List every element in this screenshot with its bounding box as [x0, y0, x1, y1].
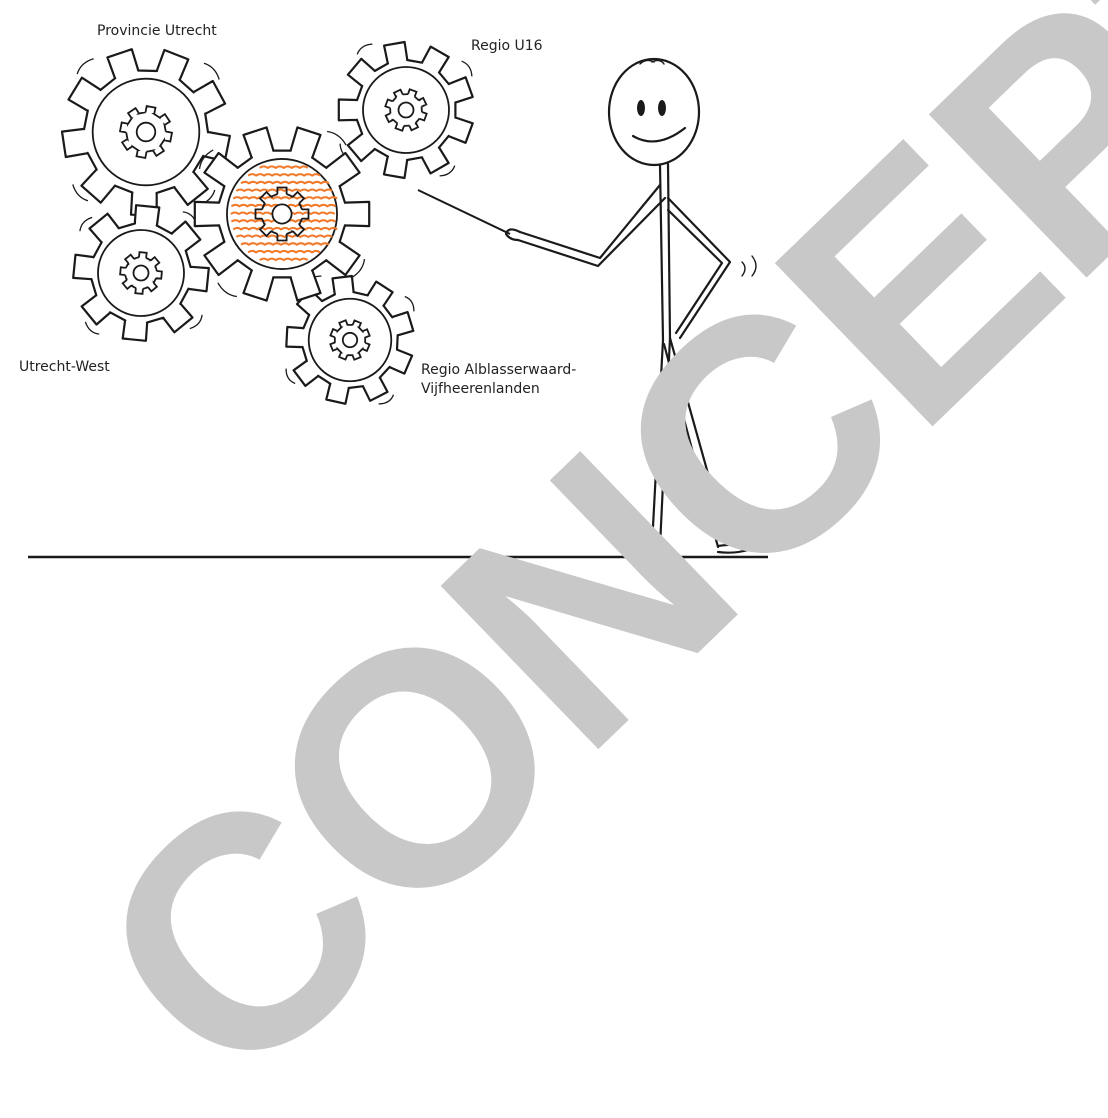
gear-center-hub: [254, 186, 310, 242]
gear-center-motion-mark: [327, 130, 347, 146]
figure-head: [607, 57, 701, 167]
gear-center-scribble: [247, 173, 321, 177]
figure-leg-left: [650, 336, 672, 548]
figure-arm-pointing-lower: [516, 196, 667, 268]
label-regio-alblasserwaard-1: Regio Alblasserwaard-: [421, 362, 576, 378]
gear-center: [193, 126, 371, 302]
figure-eye-left: [637, 100, 645, 116]
label-utrecht-west: Utrecht-West: [19, 359, 110, 375]
figure-leg-right: [662, 336, 730, 549]
gear-center-axle: [271, 203, 293, 225]
gear-provincie-utrecht-motion-mark: [72, 184, 89, 202]
gear-center-motion-mark: [350, 259, 366, 279]
gear-regio-u16-rim: [362, 66, 450, 154]
motion-marks: [741, 255, 757, 277]
gear-provincie-utrecht-rim: [91, 77, 201, 187]
gear-regio-alblasserwaard-motion-mark: [285, 368, 296, 385]
gear-center-scribble: [235, 188, 333, 193]
gear-regio-u16-motion-mark: [439, 165, 456, 177]
gear-regio-u16-motion-mark: [461, 60, 473, 77]
figure-smile: [631, 126, 687, 143]
gear-center-scribble: [235, 234, 333, 239]
gear-center-motion-mark: [198, 149, 214, 169]
stick-figure: [417, 57, 757, 556]
gears-cluster: [60, 40, 474, 405]
gear-provincie-utrecht-motion-mark: [76, 58, 94, 75]
label-provincie-utrecht: Provincie Utrecht: [97, 23, 217, 39]
figure-eye-right: [658, 100, 666, 116]
gear-provincie-utrecht: [60, 48, 231, 217]
gear-center-scribble: [259, 257, 309, 262]
gear-regio-alblasserwaard-motion-mark: [404, 295, 415, 312]
gear-regio-u16-axle: [397, 101, 415, 119]
figure-arm-hip: [666, 196, 732, 340]
figure-foot-right: [716, 543, 750, 554]
gear-center-scribble: [240, 180, 330, 185]
gear-center-scribble: [232, 196, 338, 200]
gear-center-motion-mark: [217, 282, 237, 298]
gear-utrecht-west-motion-mark: [84, 321, 100, 335]
gear-utrecht-west-motion-mark: [189, 314, 203, 330]
figure-arm-pointing: [518, 183, 662, 260]
figure-foot-left: [628, 544, 664, 556]
gear-center-scribble: [247, 249, 321, 254]
label-regio-u16: Regio U16: [471, 38, 543, 54]
figure-hair: [639, 59, 665, 65]
figure-hand: [504, 228, 522, 242]
pointer-stick: [417, 189, 511, 235]
gear-utrecht-west-axle: [132, 264, 150, 282]
gear-regio-u16: [337, 40, 474, 180]
gear-center-scribble: [259, 165, 309, 170]
gear-center-rim: [226, 158, 338, 270]
gear-utrecht-west-rim: [97, 229, 185, 317]
figure-torso: [658, 163, 665, 342]
gear-utrecht-west: [72, 204, 210, 342]
gear-regio-u16-motion-mark: [356, 43, 373, 55]
figure-arm-hip-inner: [666, 208, 724, 335]
gear-center-scribble: [232, 226, 338, 231]
gear-regio-alblasserwaard-motion-mark: [378, 394, 395, 405]
gear-regio-alblasserwaard-rim: [307, 297, 393, 383]
gear-provincie-utrecht-motion-mark: [203, 62, 220, 80]
gear-regio-alblasserwaard: [285, 274, 415, 405]
label-regio-alblasserwaard-2: Vijfheerenlanden: [421, 381, 540, 397]
gear-regio-alblasserwaard-axle: [341, 331, 359, 349]
gear-utrecht-west-motion-mark: [79, 216, 93, 232]
figure-torso-back: [666, 162, 672, 340]
gear-center-scribble: [240, 242, 330, 246]
gear-provincie-utrecht-axle: [135, 121, 157, 143]
